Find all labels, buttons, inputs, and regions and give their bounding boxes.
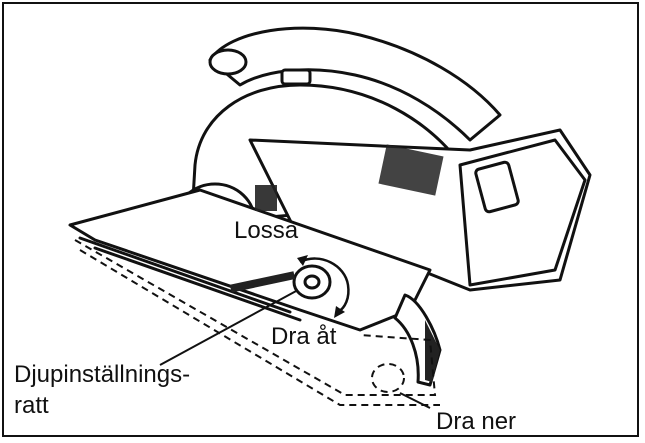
label-pull-down: Dra ner xyxy=(436,408,517,435)
label-loosen: Lossa xyxy=(234,217,299,244)
label-depth-knob-line1: Djupinställnings- xyxy=(14,361,191,388)
dashed-outline xyxy=(79,249,440,406)
label-tighten: Dra åt xyxy=(271,323,337,350)
arrow-head-up xyxy=(297,255,308,266)
depth-knob-center xyxy=(303,274,321,290)
dashed-knob xyxy=(371,363,405,393)
lever-shade xyxy=(425,320,440,382)
leader-line-pull-down xyxy=(399,392,431,409)
plate-rail xyxy=(78,236,292,314)
leader-line-depth-knob xyxy=(159,289,299,366)
side-panel xyxy=(474,160,520,214)
plate-slot xyxy=(229,271,296,293)
trigger-button xyxy=(280,68,312,86)
arrow-head-down xyxy=(334,306,345,318)
vent-grille xyxy=(378,144,444,196)
motor-vent xyxy=(255,185,277,211)
handle-grip-hole xyxy=(208,48,248,76)
saw-handle xyxy=(208,26,502,142)
base-plate xyxy=(68,188,432,332)
label-depth-knob-line2: ratt xyxy=(14,392,49,419)
dashed-outline xyxy=(74,239,437,396)
curved-arrow-icon xyxy=(299,257,350,314)
